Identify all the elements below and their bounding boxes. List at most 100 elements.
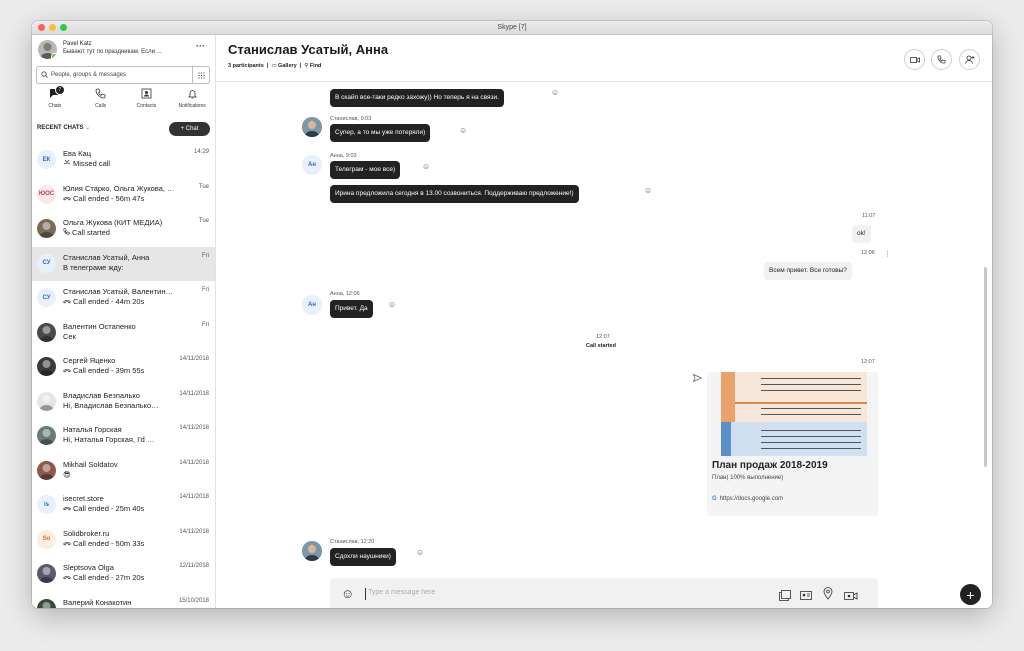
chat-avatar[interactable]: ЕК — [37, 150, 56, 169]
location-pin-icon[interactable] — [823, 587, 833, 605]
profile-header[interactable]: Pavel Katz Бывают тут по праздникам. Есл… — [38, 39, 208, 61]
reaction-smile-icon[interactable]: ☺ — [422, 162, 431, 171]
chat-avatar[interactable] — [37, 426, 56, 445]
chat-preview-text: Call ended - 27m 20s — [73, 573, 145, 582]
chat-time: 14/11/2018 — [179, 390, 209, 397]
dialpad-icon[interactable] — [192, 67, 209, 83]
message-more-icon[interactable]: ⋮ — [884, 251, 891, 258]
recent-chats-dropdown[interactable]: RECENT CHATS ⌄ — [37, 124, 90, 131]
chat-list-item[interactable]: Валерий КонакотинCall ended - 28m 1s15/1… — [32, 592, 215, 608]
scrollbar[interactable] — [984, 267, 987, 467]
zoom-window-button[interactable] — [60, 24, 67, 31]
gallery-link[interactable]: ▭ Gallery — [271, 63, 296, 69]
contact-card-icon[interactable] — [800, 588, 812, 606]
audio-call-button[interactable] — [931, 49, 952, 70]
reaction-smile-icon[interactable]: ☺ — [388, 300, 397, 309]
chat-avatar[interactable] — [37, 219, 56, 238]
message-bubble[interactable]: Телеграм - мое все) — [330, 161, 401, 179]
chat-avatar[interactable] — [37, 357, 56, 376]
close-window-button[interactable] — [38, 24, 45, 31]
message-bubble[interactable]: Привет. Да — [330, 300, 373, 318]
chat-avatar[interactable]: ЮОС — [37, 184, 56, 204]
anna-avatar[interactable]: Ан — [302, 295, 322, 315]
tab-chats-label: Chats — [48, 103, 62, 109]
tab-notifications[interactable]: Notifications — [169, 88, 215, 114]
stanislav-avatar[interactable] — [302, 117, 322, 137]
media-gallery-icon[interactable] — [779, 588, 791, 606]
message-bubble[interactable]: Ирина предложила сегодня в 13.00 созвони… — [330, 185, 579, 203]
message-sender-time: Станислав, 12:20 — [330, 539, 375, 545]
link-preview-card[interactable]: План продаж 2018-2019 План( 100% выполне… — [707, 372, 878, 516]
chat-preview-text: Сек — [63, 331, 76, 341]
chat-avatar[interactable] — [37, 391, 56, 411]
chat-preview: Hi, Владислав Безпалько… — [63, 401, 178, 410]
search-icon — [41, 70, 48, 80]
tab-calls[interactable]: Calls — [78, 88, 124, 114]
video-call-button[interactable] — [904, 49, 925, 70]
message-bubble[interactable]: Сдохли наушники) — [330, 548, 396, 566]
my-message-bubble[interactable]: ok! — [852, 225, 871, 243]
conversation-title[interactable]: Станислав Усатый, Анна — [228, 42, 389, 57]
chat-avatar[interactable] — [37, 564, 56, 583]
message-bubble[interactable]: Супер, а то мы уже потеряли) — [330, 124, 431, 142]
message-sender-time: Анна, 9:03 — [330, 153, 357, 159]
chat-avatar[interactable]: is — [37, 495, 56, 514]
profile-avatar[interactable] — [38, 40, 57, 59]
reaction-smile-icon[interactable]: ☺ — [644, 186, 653, 195]
message-input[interactable]: Type a message here — [368, 589, 436, 596]
phone-icon — [63, 228, 70, 237]
chat-preview: Hi, Наталья Горская, I'd … — [63, 435, 178, 444]
more-options-button[interactable]: ··· — [196, 41, 205, 51]
bell-icon — [187, 88, 198, 101]
new-chat-button[interactable]: + Chat — [169, 122, 210, 136]
reaction-smile-icon[interactable]: ☺ — [416, 548, 425, 557]
call-ended-icon — [63, 297, 71, 306]
stanislav-avatar[interactable] — [302, 541, 322, 561]
emoji-icon[interactable]: ☺ — [341, 586, 355, 601]
chat-avatar[interactable] — [37, 460, 56, 480]
add-content-button[interactable]: + — [960, 584, 981, 605]
participants-link[interactable]: 3 participants — [228, 63, 264, 69]
video-message-icon[interactable] — [844, 588, 858, 606]
call-ended-icon — [63, 504, 71, 513]
add-participant-button[interactable] — [959, 49, 980, 70]
search-box[interactable]: People, groups & messages — [36, 66, 210, 84]
chat-time: 12/11/2018 — [179, 563, 209, 569]
chat-time: 14/11/2018 — [179, 528, 209, 535]
chat-avatar[interactable]: СУ — [37, 288, 56, 307]
reaction-smile-icon[interactable]: ☺ — [459, 126, 468, 135]
chat-avatar[interactable] — [37, 322, 56, 342]
minimize-window-button[interactable] — [49, 24, 56, 31]
chat-avatar[interactable]: So — [37, 529, 56, 549]
chat-preview-text: Call ended - 56m 47s — [73, 193, 145, 203]
chat-list-item[interactable]: Mikhail Soldatov😎14/11/2018 — [32, 454, 215, 489]
anna-avatar[interactable]: Ан — [302, 155, 322, 175]
chat-preview-text: Missed call — [73, 159, 111, 168]
tab-chats[interactable]: 7 Chats — [32, 85, 78, 114]
tab-contacts[interactable]: Contacts — [124, 88, 170, 114]
my-message-bubble[interactable]: Всем привет. Все готовы? — [764, 262, 852, 280]
chat-preview: Missed call — [63, 159, 178, 168]
chat-name: Mikhail Soldatov — [63, 459, 118, 469]
find-link[interactable]: ⚲ Find — [304, 63, 321, 69]
search-input[interactable]: People, groups & messages — [51, 72, 127, 78]
reaction-smile-icon[interactable]: ☺ — [551, 88, 560, 97]
chat-avatar[interactable] — [37, 598, 56, 608]
call-event-time: 12:07 — [596, 334, 610, 340]
message-bubble[interactable]: В скайп все-таки редко захожу)) Но тепер… — [330, 89, 504, 107]
chat-avatar[interactable]: СУ — [37, 253, 56, 273]
chat-name: Валерий Конакотин — [63, 597, 132, 607]
